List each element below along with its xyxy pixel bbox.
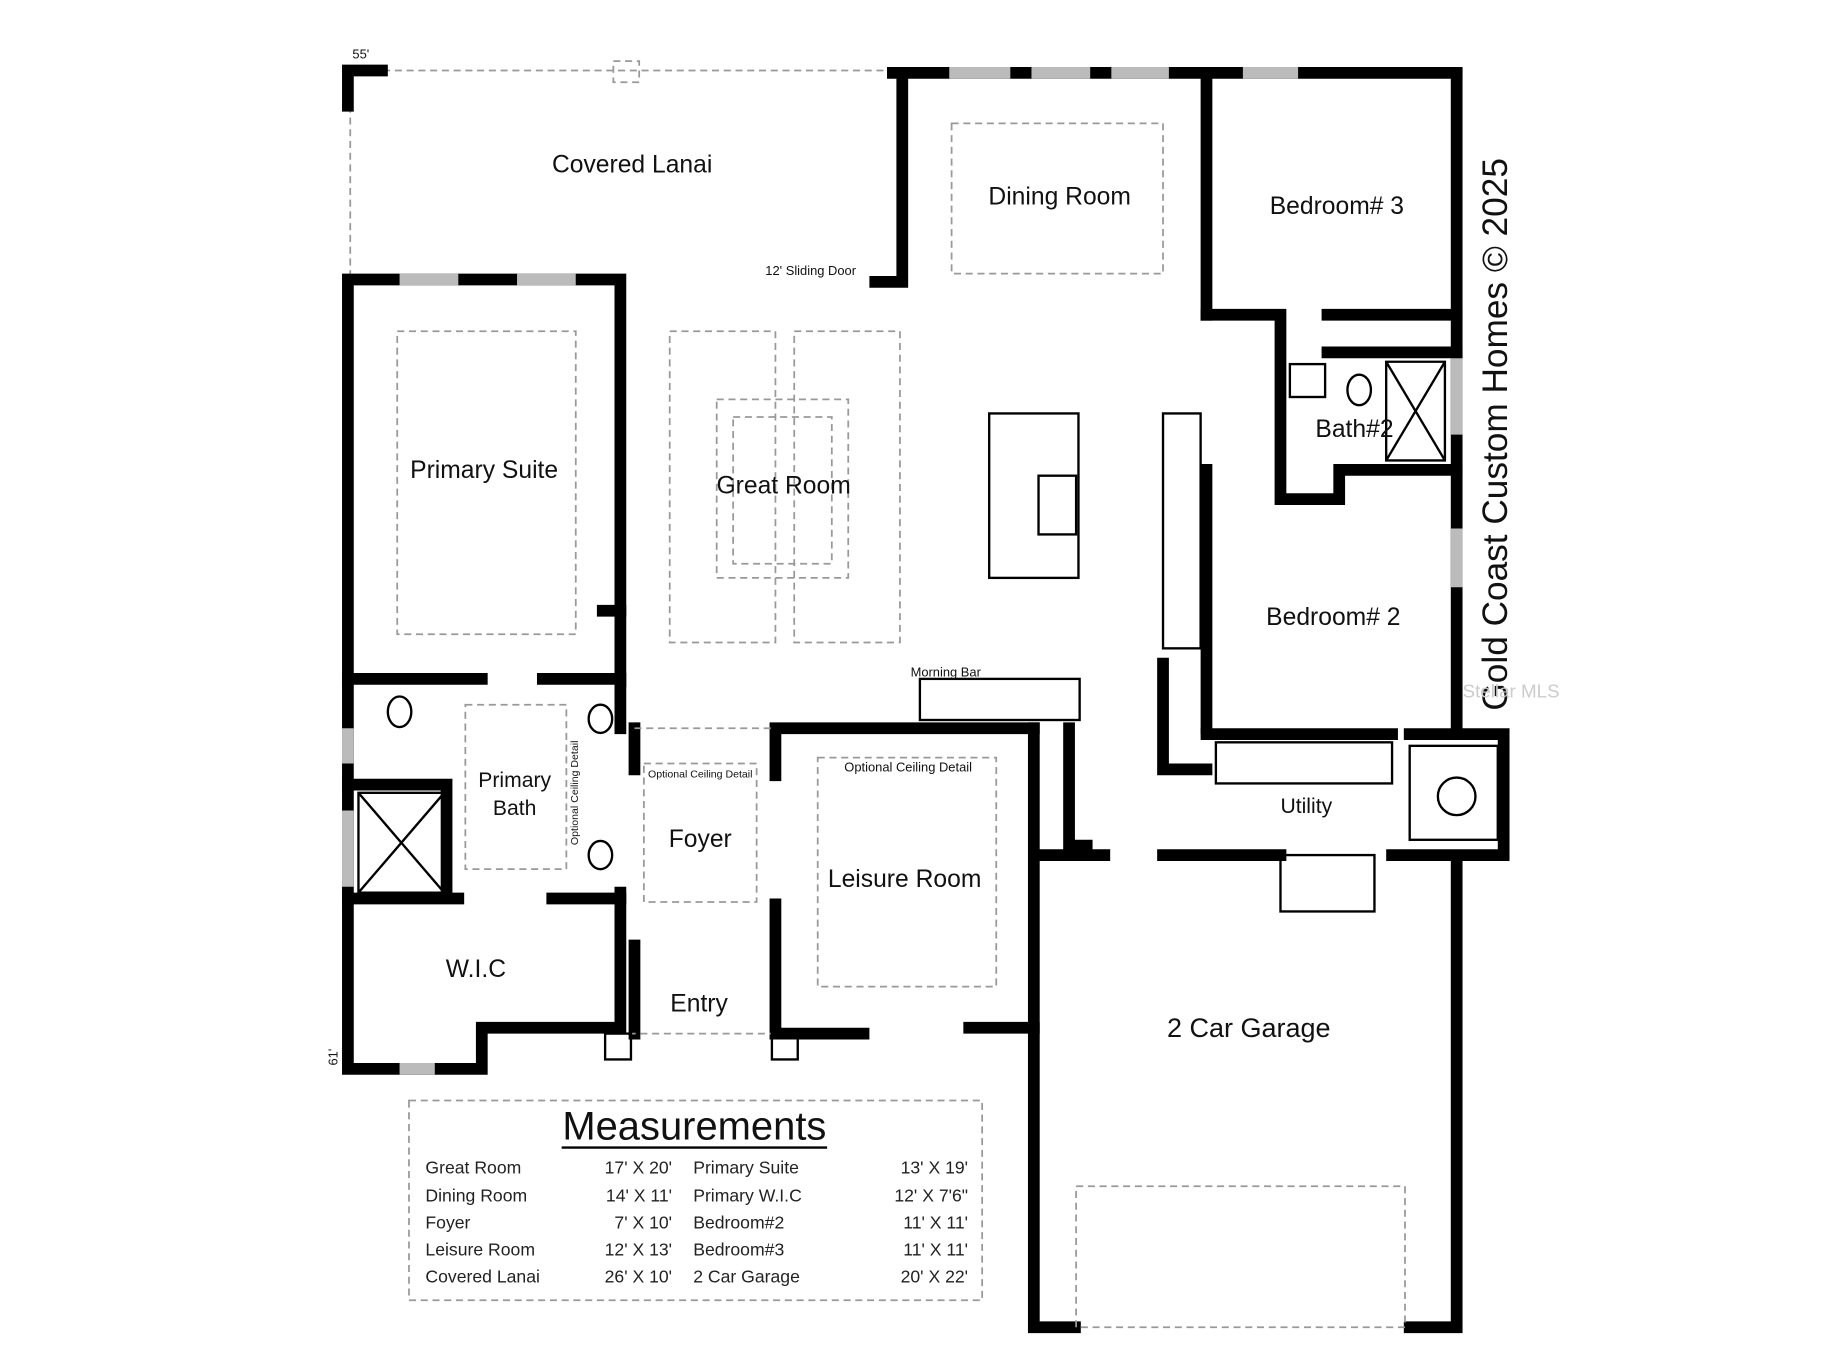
measurement-row: Foyer 7' X 10' bbox=[425, 1213, 672, 1233]
svg-text:17' X 20': 17' X 20' bbox=[605, 1157, 672, 1177]
svg-text:14' X 11': 14' X 11' bbox=[606, 1186, 672, 1206]
dimension-bottom: 61' bbox=[325, 1049, 340, 1066]
ceiling-details bbox=[396, 122, 1202, 988]
label-sliding-door: 12' Sliding Door bbox=[765, 263, 856, 278]
fixtures bbox=[357, 360, 1447, 894]
svg-text:Leisure Room: Leisure Room bbox=[425, 1240, 535, 1260]
watermark: Stellar MLS bbox=[1463, 681, 1560, 702]
label-dining-room: Dining Room bbox=[988, 183, 1131, 210]
label-bedroom-2: Bedroom# 2 bbox=[1266, 604, 1400, 631]
label-bedroom-3: Bedroom# 3 bbox=[1270, 193, 1404, 220]
label-primary-bath-2: Bath bbox=[493, 797, 536, 820]
svg-text:12' X 7'6": 12' X 7'6" bbox=[894, 1186, 968, 1206]
label-garage: 2 Car Garage bbox=[1167, 1013, 1331, 1043]
measurement-row: Primary Suite 13' X 19' bbox=[693, 1157, 968, 1177]
svg-text:13' X 19': 13' X 19' bbox=[901, 1157, 968, 1177]
svg-text:12' X 13': 12' X 13' bbox=[605, 1240, 672, 1260]
measurement-row: Leisure Room 12' X 13' bbox=[425, 1240, 672, 1260]
svg-text:20' X 22': 20' X 22' bbox=[901, 1267, 968, 1287]
measurement-row: Bedroom#2 11' X 11' bbox=[693, 1213, 968, 1233]
label-primary-suite: Primary Suite bbox=[410, 457, 558, 484]
measurements-title: Measurements bbox=[562, 1104, 826, 1148]
svg-text:11' X 11': 11' X 11' bbox=[903, 1213, 968, 1233]
label-foyer: Foyer bbox=[669, 826, 732, 853]
label-foyer-ceiling: Optional Ceiling Detail bbox=[648, 769, 753, 781]
label-bath-2: Bath#2 bbox=[1315, 416, 1393, 443]
label-wic: W.I.C bbox=[446, 956, 506, 983]
label-entry: Entry bbox=[670, 990, 728, 1017]
label-primary-bath-1: Primary bbox=[478, 769, 551, 792]
brand-copyright: Gold Coast Custom Homes © 2025 bbox=[1476, 158, 1515, 711]
svg-text:Primary W.I.C: Primary W.I.C bbox=[693, 1186, 802, 1206]
svg-text:11' X 11': 11' X 11' bbox=[903, 1240, 968, 1260]
label-utility: Utility bbox=[1281, 795, 1333, 818]
measurement-row: Primary W.I.C 12' X 7'6" bbox=[693, 1186, 968, 1206]
label-covered-lanai: Covered Lanai bbox=[552, 152, 712, 179]
dimension-top: 55' bbox=[352, 47, 369, 62]
measurement-row: Covered Lanai 26' X 10' bbox=[425, 1267, 672, 1287]
label-optional-ceiling-vertical: Optional Ceiling Detail bbox=[569, 741, 581, 846]
label-morning-bar: Morning Bar bbox=[911, 665, 982, 680]
measurement-row: Great Room 17' X 20' bbox=[425, 1157, 672, 1177]
svg-text:26' X 10': 26' X 10' bbox=[605, 1267, 672, 1287]
label-great-room: Great Room bbox=[717, 472, 851, 499]
svg-text:2 Car Garage: 2 Car Garage bbox=[693, 1267, 800, 1287]
lanai-outline bbox=[342, 60, 893, 277]
svg-text:Foyer: Foyer bbox=[425, 1213, 470, 1233]
svg-text:Bedroom#2: Bedroom#2 bbox=[693, 1213, 784, 1233]
measurements-box: Measurements Great Room 17' X 20' Dining … bbox=[408, 1099, 984, 1302]
svg-text:Dining Room: Dining Room bbox=[425, 1186, 527, 1206]
svg-text:Covered Lanai: Covered Lanai bbox=[425, 1267, 540, 1287]
measurement-row: Dining Room 14' X 11' bbox=[425, 1186, 672, 1206]
label-leisure-room: Leisure Room bbox=[828, 866, 982, 893]
svg-text:Primary Suite: Primary Suite bbox=[693, 1157, 799, 1177]
svg-text:Bedroom#3: Bedroom#3 bbox=[693, 1240, 784, 1260]
measurement-row: 2 Car Garage 20' X 22' bbox=[693, 1267, 968, 1287]
walls bbox=[342, 66, 1510, 1334]
svg-text:7' X 10': 7' X 10' bbox=[614, 1213, 672, 1233]
label-leisure-ceiling: Optional Ceiling Detail bbox=[844, 760, 972, 775]
svg-text:Great Room: Great Room bbox=[425, 1157, 521, 1177]
measurement-row: Bedroom#3 11' X 11' bbox=[693, 1240, 968, 1260]
